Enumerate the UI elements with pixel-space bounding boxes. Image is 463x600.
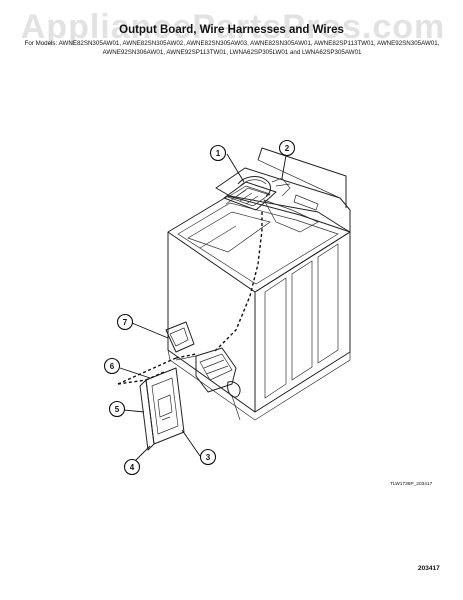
callout-circle [108, 400, 126, 418]
callout-circle [278, 139, 296, 157]
cabinet-panel [264, 277, 287, 399]
callout-number: 2 [285, 144, 290, 153]
board-cover [145, 367, 185, 445]
wire-harness [239, 179, 267, 187]
explode-line [117, 379, 147, 385]
console-part [263, 199, 319, 233]
washer-top-panel [167, 195, 351, 293]
washer-foot [231, 395, 241, 421]
callout-number: 6 [110, 362, 115, 371]
washer-top-inner-edge [177, 202, 339, 285]
bracket-detail [169, 327, 189, 347]
callout-circle [199, 448, 217, 466]
washer-base [167, 349, 351, 421]
board-assembly [117, 353, 197, 451]
callout-1: 1 [209, 144, 227, 162]
motor-mount [175, 355, 197, 361]
motor-housing [195, 347, 237, 393]
callout-number: 7 [123, 318, 128, 327]
cabinet-panel [291, 260, 313, 381]
board-component [161, 416, 171, 421]
callout-number: 1 [216, 149, 221, 158]
washer-front-left [167, 232, 256, 413]
figure-code: TLW1736P_203417 [390, 482, 433, 487]
output-board-detail [227, 185, 271, 207]
control-console [215, 147, 351, 233]
output-board [223, 181, 277, 211]
washer-front-right [254, 231, 351, 413]
wire-connector [271, 177, 291, 197]
callout-circle [103, 357, 121, 375]
callout-2: 2 [278, 139, 296, 157]
callout-circle [209, 144, 227, 162]
callout-number: 5 [115, 405, 120, 414]
leader-line [131, 322, 169, 339]
console-edge [257, 147, 341, 199]
callout-6: 6 [103, 357, 121, 375]
washer-cabinet [167, 195, 351, 421]
board-component [157, 394, 173, 418]
motor-detail [203, 359, 229, 375]
wire-harness-route [213, 212, 263, 353]
bracket-body [165, 321, 195, 353]
wire-harness [237, 176, 271, 197]
callout-7: 7 [116, 313, 134, 331]
model-list-line: AWNE92SN306AW01, AWNE92SP113TW01, LWNA62… [102, 48, 362, 56]
leader-line [133, 445, 151, 463]
callout-4: 4 [123, 458, 141, 476]
callout-circle [123, 458, 141, 476]
console-label-plate [293, 194, 319, 211]
callout-circle [116, 313, 134, 331]
callout-number: 4 [130, 463, 135, 472]
washer-lid-line [199, 225, 237, 249]
model-list-line: For Models: AWNE82SN305AW01, AWNE82SN305… [24, 40, 440, 47]
harness-bracket [165, 321, 195, 353]
callout-3: 3 [199, 448, 217, 466]
leader-line [119, 367, 151, 379]
output-board-detail [233, 189, 259, 205]
motor-coupling [227, 381, 241, 398]
page-number: 203417 [418, 565, 440, 572]
board-cover-side [139, 379, 155, 451]
model-list: For Models: AWNE82SN305AW01, AWNE82SN305… [14, 40, 450, 57]
callout-5: 5 [108, 400, 126, 418]
cabinet-panel [317, 243, 339, 364]
lower-assembly [175, 347, 241, 398]
explode-line [175, 353, 197, 359]
page-title: Output Board, Wire Harnesses and Wires [119, 24, 344, 36]
leader-line [181, 429, 201, 457]
leader-lines [119, 149, 288, 463]
console-backsplash [257, 147, 347, 208]
board-panel [151, 377, 179, 435]
leader-line [226, 153, 245, 183]
wire-connector [275, 183, 291, 187]
washer-lid [187, 211, 271, 253]
leader-line [123, 409, 145, 413]
callout-number: 3 [206, 453, 211, 462]
